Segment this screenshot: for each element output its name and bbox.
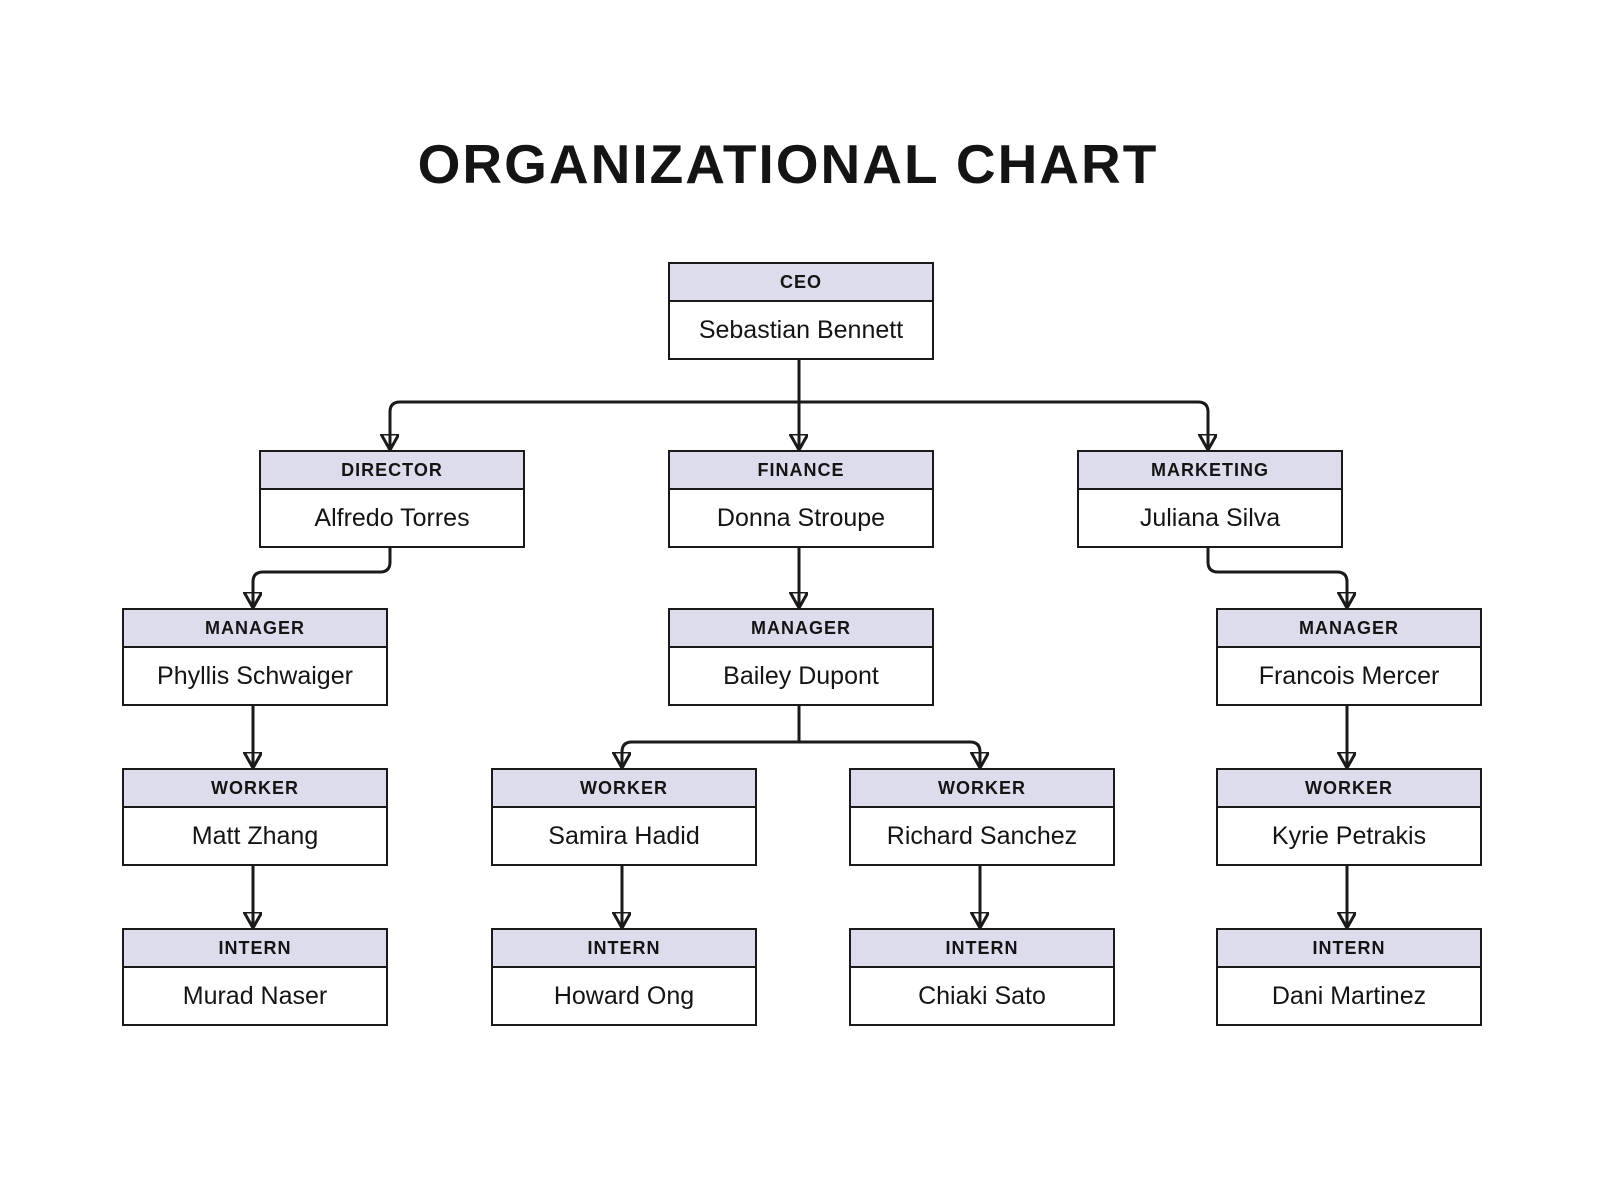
connector-director-manager bbox=[253, 548, 392, 606]
node-role-label: MANAGER bbox=[670, 610, 932, 648]
org-node-intern-director: INTERN Murad Naser bbox=[122, 928, 388, 1026]
node-role-label: DIRECTOR bbox=[261, 452, 523, 490]
org-node-manager-director: MANAGER Phyllis Schwaiger bbox=[122, 608, 388, 706]
node-role-label: MANAGER bbox=[124, 610, 386, 648]
org-node-worker-marketing: WORKER Kyrie Petrakis bbox=[1216, 768, 1482, 866]
node-role-label: FINANCE bbox=[670, 452, 932, 490]
node-role-label: WORKER bbox=[851, 770, 1113, 808]
org-node-worker-director: WORKER Matt Zhang bbox=[122, 768, 388, 866]
node-person-name: Phyllis Schwaiger bbox=[157, 662, 353, 690]
node-role-label: INTERN bbox=[493, 930, 755, 968]
node-role-label: INTERN bbox=[851, 930, 1113, 968]
node-role-label: MANAGER bbox=[1218, 610, 1480, 648]
connector-ceo-director bbox=[390, 400, 799, 448]
node-person-name: Samira Hadid bbox=[548, 822, 700, 850]
connector-manager-worker-finance-2 bbox=[799, 740, 980, 766]
node-person-name: Donna Stroupe bbox=[716, 504, 886, 532]
node-person-name: Howard Ong bbox=[553, 982, 695, 1010]
connector-marketing-manager bbox=[1206, 548, 1347, 606]
org-node-finance: FINANCE Donna Stroupe bbox=[668, 450, 934, 548]
org-node-intern-finance-2: INTERN Chiaki Sato bbox=[849, 928, 1115, 1026]
node-person-name: Dani Martinez bbox=[1271, 982, 1427, 1010]
org-node-worker-finance-2: WORKER Richard Sanchez bbox=[849, 768, 1115, 866]
org-node-intern-finance-1: INTERN Howard Ong bbox=[491, 928, 757, 1026]
org-node-manager-marketing: MANAGER Francois Mercer bbox=[1216, 608, 1482, 706]
node-role-label: CEO bbox=[670, 264, 932, 302]
org-node-worker-finance-1: WORKER Samira Hadid bbox=[491, 768, 757, 866]
node-role-label: MARKETING bbox=[1079, 452, 1341, 490]
org-node-intern-marketing: INTERN Dani Martinez bbox=[1216, 928, 1482, 1026]
org-node-director: DIRECTOR Alfredo Torres bbox=[259, 450, 525, 548]
node-role-label: INTERN bbox=[1218, 930, 1480, 968]
node-person-name: Alfredo Torres bbox=[314, 504, 470, 532]
node-role-label: WORKER bbox=[1218, 770, 1480, 808]
node-person-name: Juliana Silva bbox=[1139, 504, 1281, 532]
connector-ceo-marketing bbox=[799, 400, 1208, 448]
node-person-name: Matt Zhang bbox=[191, 822, 319, 850]
node-person-name: Bailey Dupont bbox=[723, 662, 879, 690]
node-role-label: WORKER bbox=[124, 770, 386, 808]
node-role-label: WORKER bbox=[493, 770, 755, 808]
node-person-name: Chiaki Sato bbox=[918, 982, 1046, 1010]
org-node-ceo: CEO Sebastian Bennett bbox=[668, 262, 934, 360]
org-node-marketing: MARKETING Juliana Silva bbox=[1077, 450, 1343, 548]
node-person-name: Murad Naser bbox=[182, 982, 328, 1010]
connector-manager-worker-finance-1 bbox=[622, 740, 799, 766]
node-role-label: INTERN bbox=[124, 930, 386, 968]
node-person-name: Richard Sanchez bbox=[886, 822, 1078, 850]
org-node-manager-finance: MANAGER Bailey Dupont bbox=[668, 608, 934, 706]
page-title: ORGANIZATIONAL CHART bbox=[417, 133, 1159, 195]
node-person-name: Francois Mercer bbox=[1258, 662, 1440, 690]
node-person-name: Sebastian Bennett bbox=[698, 316, 904, 344]
node-person-name: Kyrie Petrakis bbox=[1271, 822, 1427, 850]
